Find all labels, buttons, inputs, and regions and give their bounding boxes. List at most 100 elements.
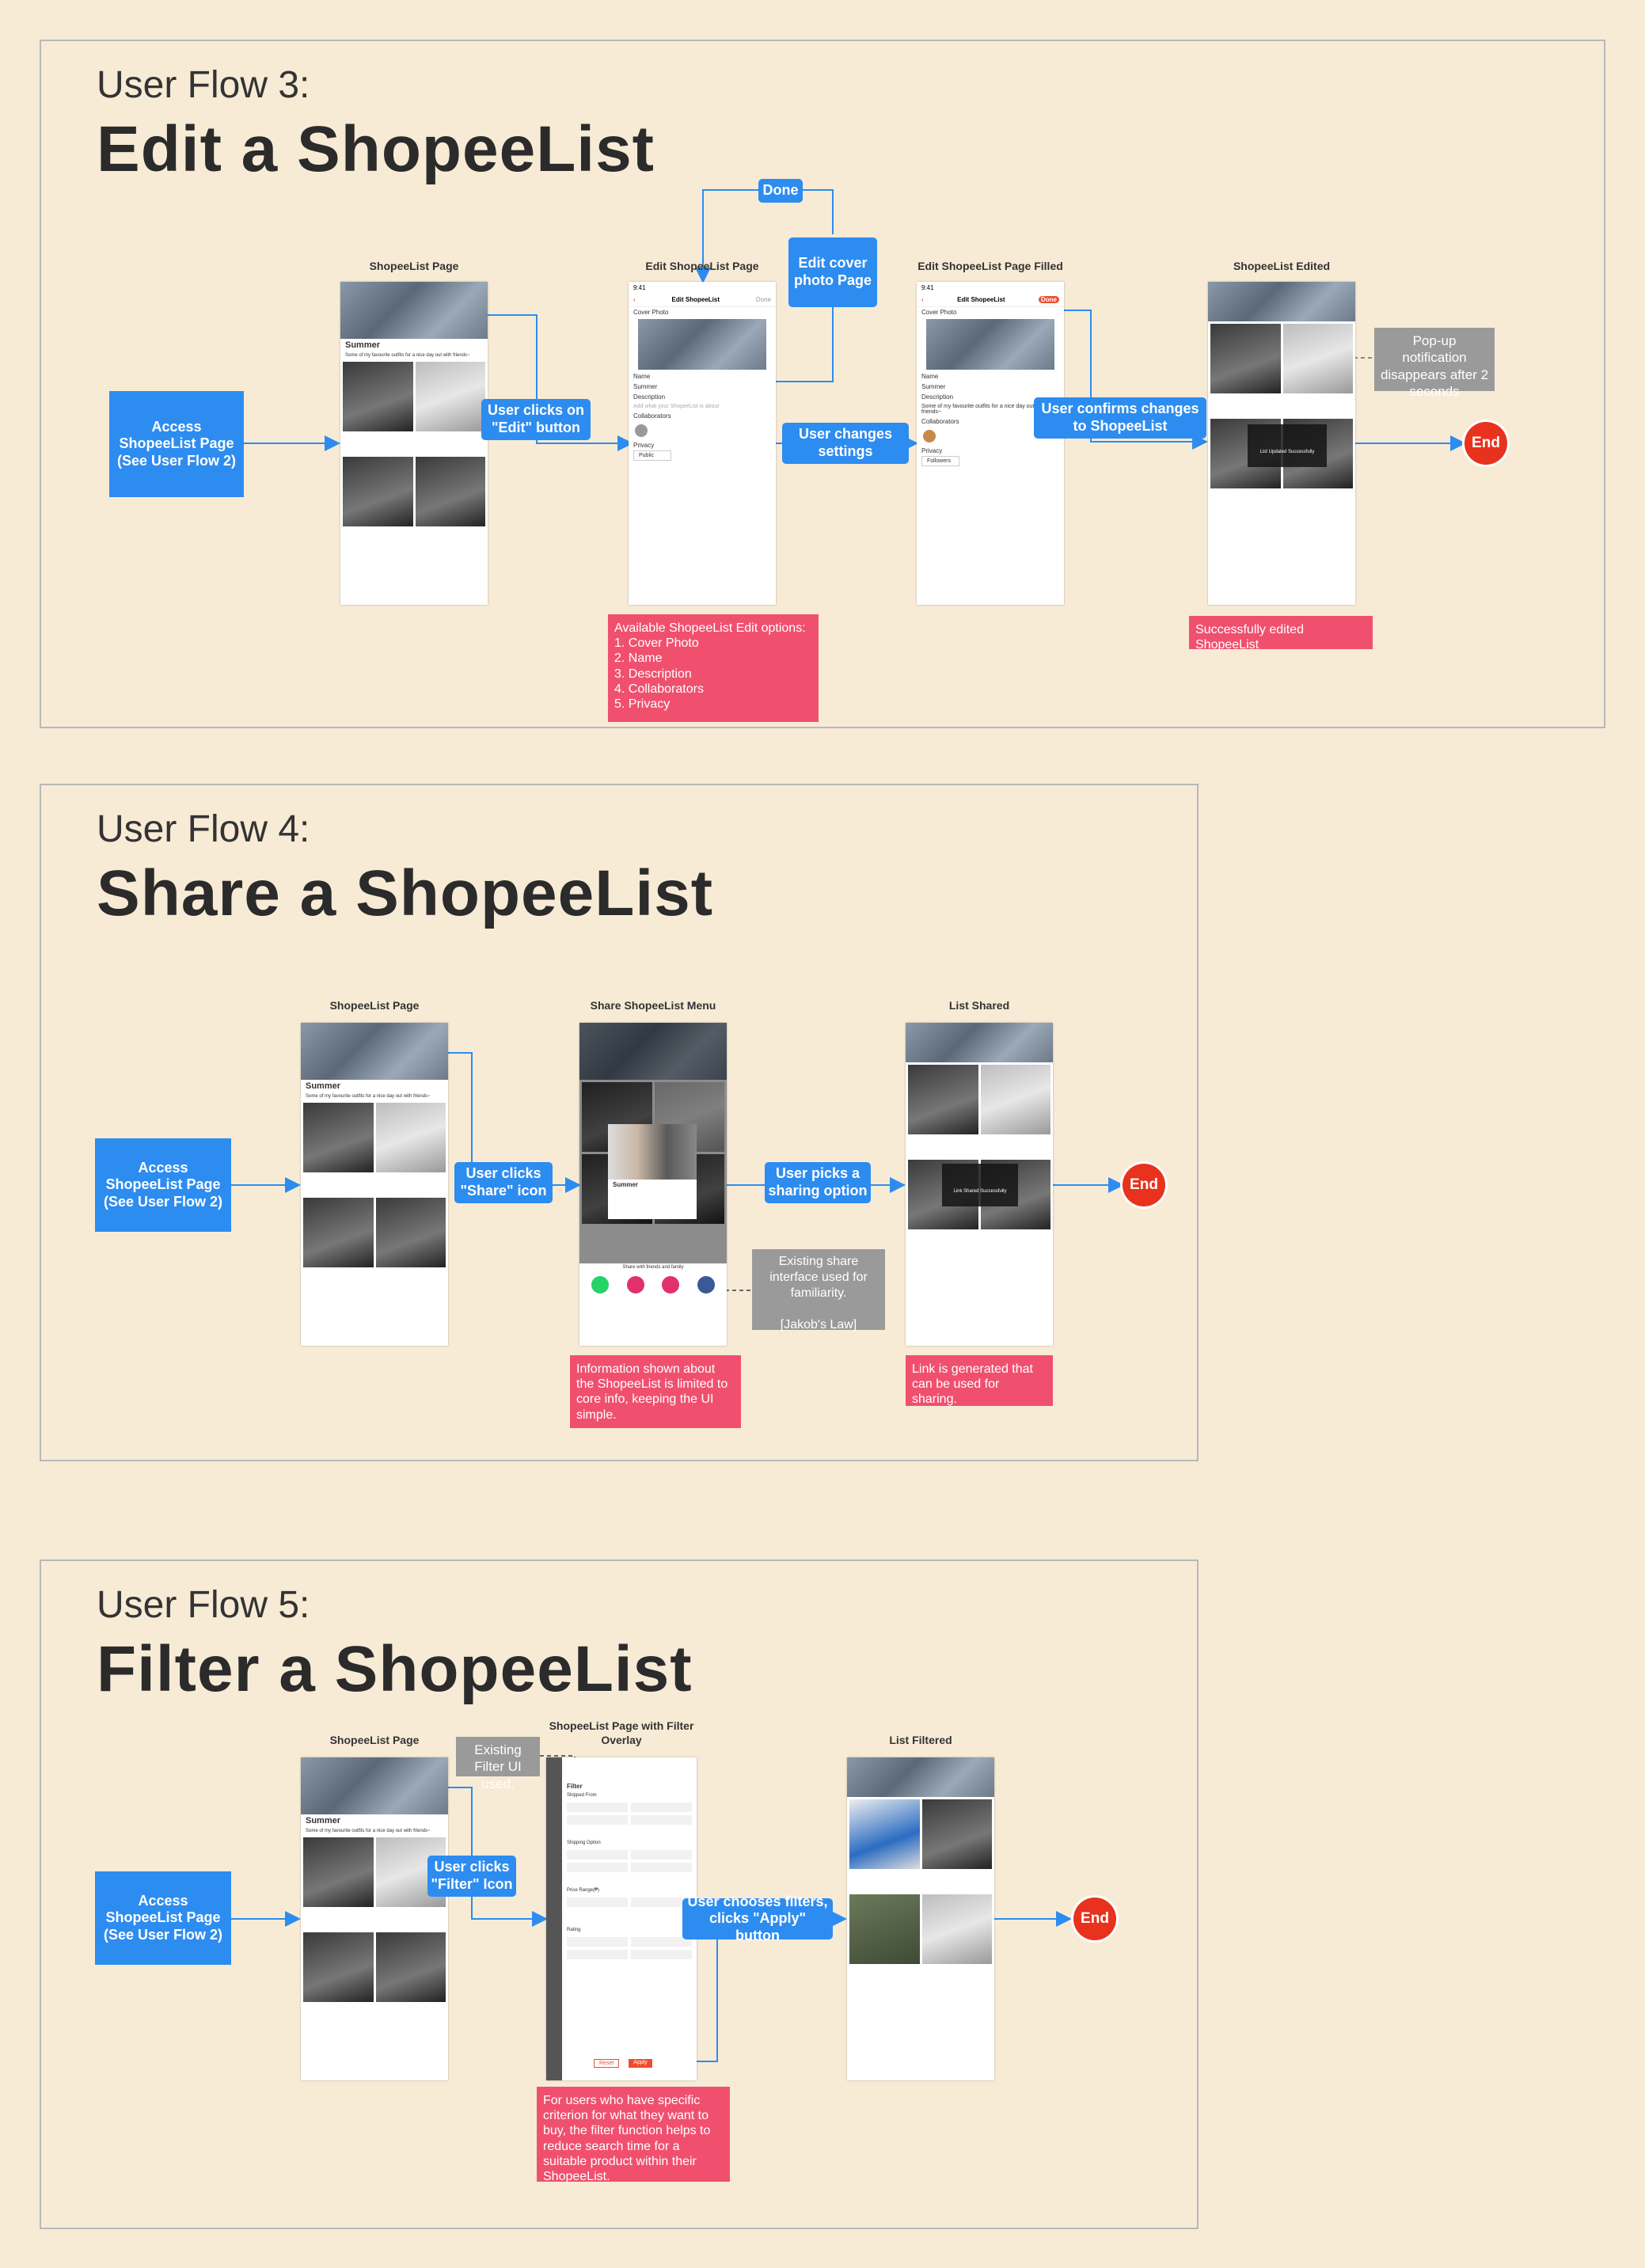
status-time: 9:41 xyxy=(921,284,934,291)
cover-photo xyxy=(847,1757,994,1797)
privacy-select[interactable]: Public xyxy=(633,450,671,461)
product-caption xyxy=(303,1909,374,1930)
flow4-eyebrow: User Flow 4: xyxy=(97,808,310,850)
f3-done-box: Done xyxy=(758,179,803,203)
f3-confirm-box: User confirms changes to ShopeeList xyxy=(1034,397,1206,439)
price-range-label: Price Range(₱) xyxy=(567,1888,600,1893)
f4-access-box[interactable]: Access ShopeeList Page (See User Flow 2) xyxy=(95,1138,231,1232)
product-tile[interactable] xyxy=(921,1799,992,1869)
product-tile[interactable] xyxy=(415,362,485,431)
toast: List Updated Successfully xyxy=(1248,424,1327,467)
privacy-label: Privacy xyxy=(921,447,943,454)
shipped-from-label: Shipped From xyxy=(567,1793,597,1798)
avatar xyxy=(635,424,648,437)
facebook-icon[interactable] xyxy=(697,1276,715,1294)
name-label: Name xyxy=(633,373,651,380)
product-tile[interactable] xyxy=(303,1932,374,2002)
product-tile[interactable] xyxy=(375,1198,446,1267)
f3-popup-note: Pop-up notification disappears after 2 s… xyxy=(1374,328,1495,399)
filter-chip[interactable] xyxy=(567,1850,628,1860)
price-input[interactable] xyxy=(567,1898,628,1907)
rating-chip[interactable] xyxy=(567,1937,628,1947)
product-tile[interactable] xyxy=(1282,324,1353,393)
list-title: Summer xyxy=(345,340,381,350)
f5-phone-filter: Filter Shipped From Shipping Option Pric… xyxy=(546,1757,697,2080)
product-tile[interactable] xyxy=(980,1065,1050,1134)
edit-header: Edit ShopeeList xyxy=(671,296,720,303)
product-tile[interactable] xyxy=(415,457,485,526)
share-card-title: Summer xyxy=(613,1181,639,1188)
desc-input[interactable]: Some of my favourite outfits for a nice … xyxy=(921,404,1046,415)
apply-button[interactable]: Apply xyxy=(629,2059,652,2068)
f5-screen-label-3: List Filtered xyxy=(889,1734,952,1746)
list-title: Summer xyxy=(306,1081,341,1091)
name-label: Name xyxy=(921,373,939,380)
f5-apply-box: User chooses filters, clicks "Apply" but… xyxy=(682,1894,833,1943)
instagram-icon[interactable] xyxy=(626,1276,644,1294)
filter-chip[interactable] xyxy=(631,1863,692,1872)
filter-chip[interactable] xyxy=(631,1850,692,1860)
filter-chip[interactable] xyxy=(567,1863,628,1872)
collab-label: Collaborators xyxy=(633,412,671,420)
product-tile[interactable] xyxy=(1210,324,1281,393)
f3-success-note: Successfully edited ShopeeList xyxy=(1189,616,1373,652)
product-tile[interactable] xyxy=(375,1103,446,1172)
name-value[interactable]: Summer xyxy=(921,383,946,390)
product-grid xyxy=(301,1100,448,1270)
product-tile[interactable] xyxy=(343,457,413,526)
f5-access-box[interactable]: Access ShopeeList Page (See User Flow 2) xyxy=(95,1871,231,1965)
filter-chip[interactable] xyxy=(567,1803,628,1812)
filter-chip[interactable] xyxy=(631,1803,692,1812)
reset-button[interactable]: Reset xyxy=(594,2059,620,2068)
product-tile[interactable] xyxy=(303,1837,374,1907)
back-icon[interactable]: ‹ xyxy=(921,296,924,303)
f4-existing-note: Existing share interface used for famili… xyxy=(752,1249,885,1332)
privacy-select[interactable]: Followers xyxy=(921,456,959,466)
product-tile[interactable] xyxy=(849,1799,920,1869)
f3-phone-edit: 9:41 ‹ Edit ShopeeList Done Cover Photo … xyxy=(629,282,776,605)
product-tile[interactable] xyxy=(303,1198,374,1267)
share-card: Summer xyxy=(608,1124,697,1219)
filter-chip[interactable] xyxy=(567,1815,628,1825)
rating-chip[interactable] xyxy=(567,1950,628,1959)
cover-photo xyxy=(579,1023,727,1080)
desc-label: Description xyxy=(633,393,666,401)
f4-info-note: Information shown about the ShopeeList i… xyxy=(570,1355,741,1428)
f3-access-box[interactable]: Access ShopeeList Page (See User Flow 2) xyxy=(109,391,244,497)
f3-phone-shopeelist: Summer Some of my favourite outfits for … xyxy=(340,282,488,605)
share-sheet-title: Share with friends and family xyxy=(622,1265,684,1270)
back-icon[interactable]: ‹ xyxy=(633,296,636,303)
f4-screen-label-1: ShopeeList Page xyxy=(329,999,420,1012)
name-value[interactable]: Summer xyxy=(633,383,658,390)
messenger-icon[interactable] xyxy=(662,1276,680,1294)
product-caption xyxy=(375,1175,446,1195)
f4-screen-label-3: List Shared xyxy=(948,999,1010,1012)
product-tile[interactable] xyxy=(375,1932,446,2002)
done-button[interactable]: Done xyxy=(755,296,771,303)
f4-phone-list-shared: Link Shared Successfully xyxy=(906,1023,1053,1346)
f4-phone-shopeelist: Summer Some of my favourite outfits for … xyxy=(301,1023,448,1346)
product-tile[interactable] xyxy=(343,362,413,431)
desc-input[interactable]: Add what your ShopeeList is about xyxy=(633,404,720,409)
product-tile[interactable] xyxy=(921,1894,992,1964)
rating-chip[interactable] xyxy=(631,1950,692,1959)
product-caption xyxy=(343,434,413,454)
cover-photo xyxy=(1208,282,1355,321)
product-tile[interactable] xyxy=(303,1103,374,1172)
price-input[interactable] xyxy=(631,1898,692,1907)
done-button[interactable]: Done xyxy=(1039,296,1059,303)
filter-chip[interactable] xyxy=(631,1815,692,1825)
product-tile[interactable] xyxy=(908,1065,978,1134)
toast: Link Shared Successfully xyxy=(942,1164,1018,1206)
cover-photo-edit[interactable] xyxy=(638,319,766,370)
cover-photo-edit[interactable] xyxy=(926,319,1054,370)
product-caption xyxy=(921,1871,992,1892)
f3-screen-label-4: ShopeeList Edited xyxy=(1233,260,1331,272)
flow5-eyebrow: User Flow 5: xyxy=(97,1584,310,1626)
whatsapp-icon[interactable] xyxy=(591,1276,610,1294)
f4-pick-box: User picks a sharing option xyxy=(765,1162,871,1203)
product-caption xyxy=(1210,396,1281,416)
rating-chip[interactable] xyxy=(631,1937,692,1947)
f3-options-note: Available ShopeeList Edit options: 1. Co… xyxy=(608,614,819,722)
product-tile[interactable] xyxy=(849,1894,920,1964)
